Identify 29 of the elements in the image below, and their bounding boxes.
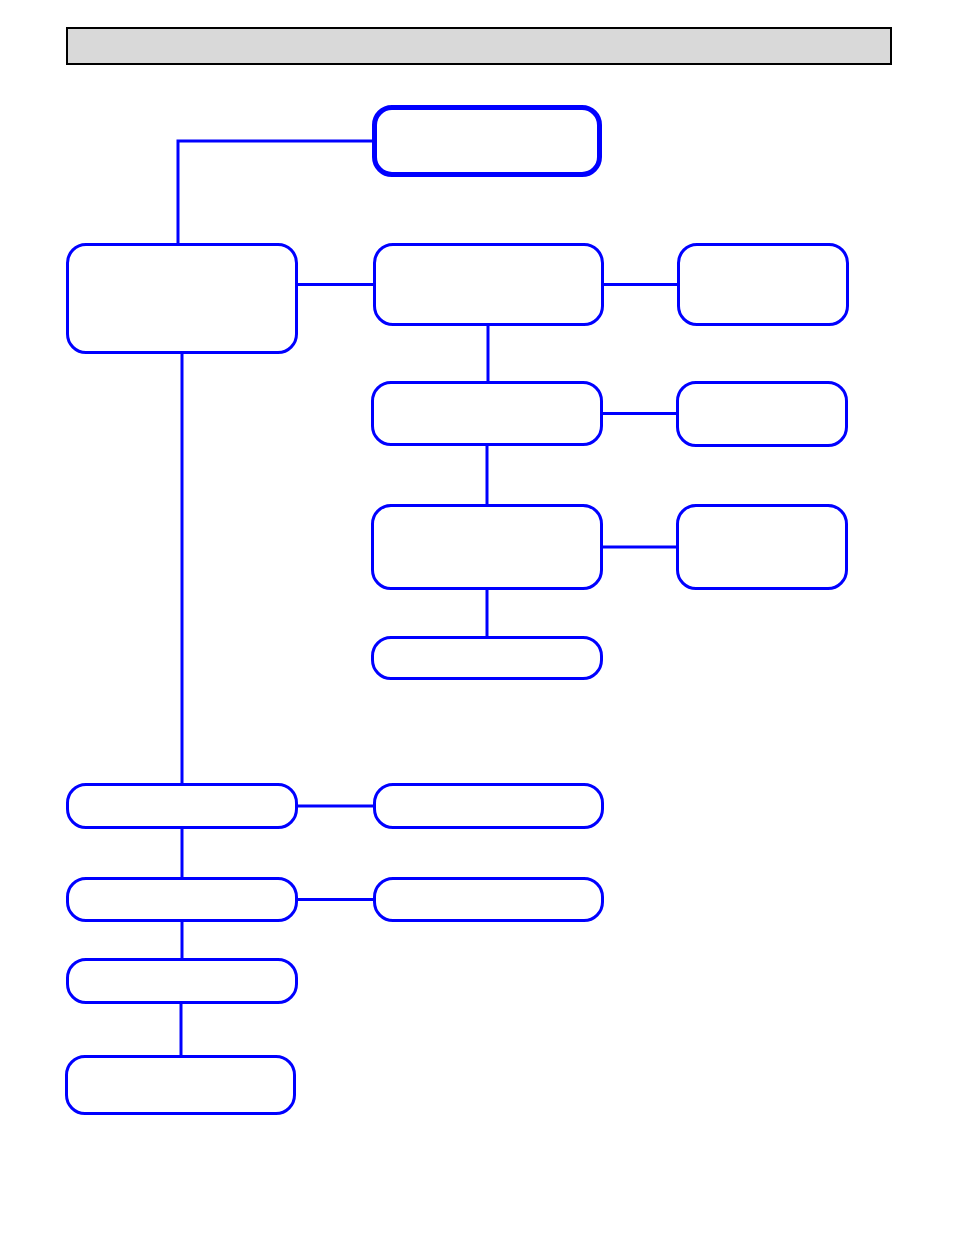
rounded-box bbox=[373, 243, 604, 326]
rounded-box bbox=[65, 1055, 296, 1115]
rounded-box bbox=[372, 105, 602, 177]
connector-line bbox=[298, 898, 373, 901]
connector-line bbox=[298, 804, 373, 808]
rounded-box bbox=[371, 381, 603, 446]
rounded-box bbox=[66, 958, 298, 1004]
connector-line bbox=[176, 139, 372, 243]
rounded-box bbox=[677, 243, 849, 326]
rounded-box bbox=[373, 783, 604, 829]
connector-line bbox=[485, 446, 489, 504]
rounded-box bbox=[371, 636, 603, 680]
connector-line bbox=[180, 829, 184, 877]
connector-line bbox=[180, 922, 184, 958]
connector-line bbox=[180, 354, 184, 783]
rounded-box bbox=[66, 783, 298, 829]
rounded-box bbox=[676, 381, 848, 447]
rounded-box bbox=[676, 504, 848, 590]
connector-line bbox=[603, 412, 676, 415]
rounded-box bbox=[373, 877, 604, 922]
connector-line bbox=[603, 545, 676, 549]
connector-line bbox=[486, 326, 490, 381]
rounded-box bbox=[66, 243, 298, 354]
connector-line bbox=[298, 283, 373, 286]
connector-line bbox=[485, 590, 489, 636]
connector-line bbox=[179, 1004, 183, 1055]
rounded-box bbox=[66, 877, 298, 922]
rounded-box bbox=[371, 504, 603, 590]
connector-line bbox=[604, 283, 677, 286]
